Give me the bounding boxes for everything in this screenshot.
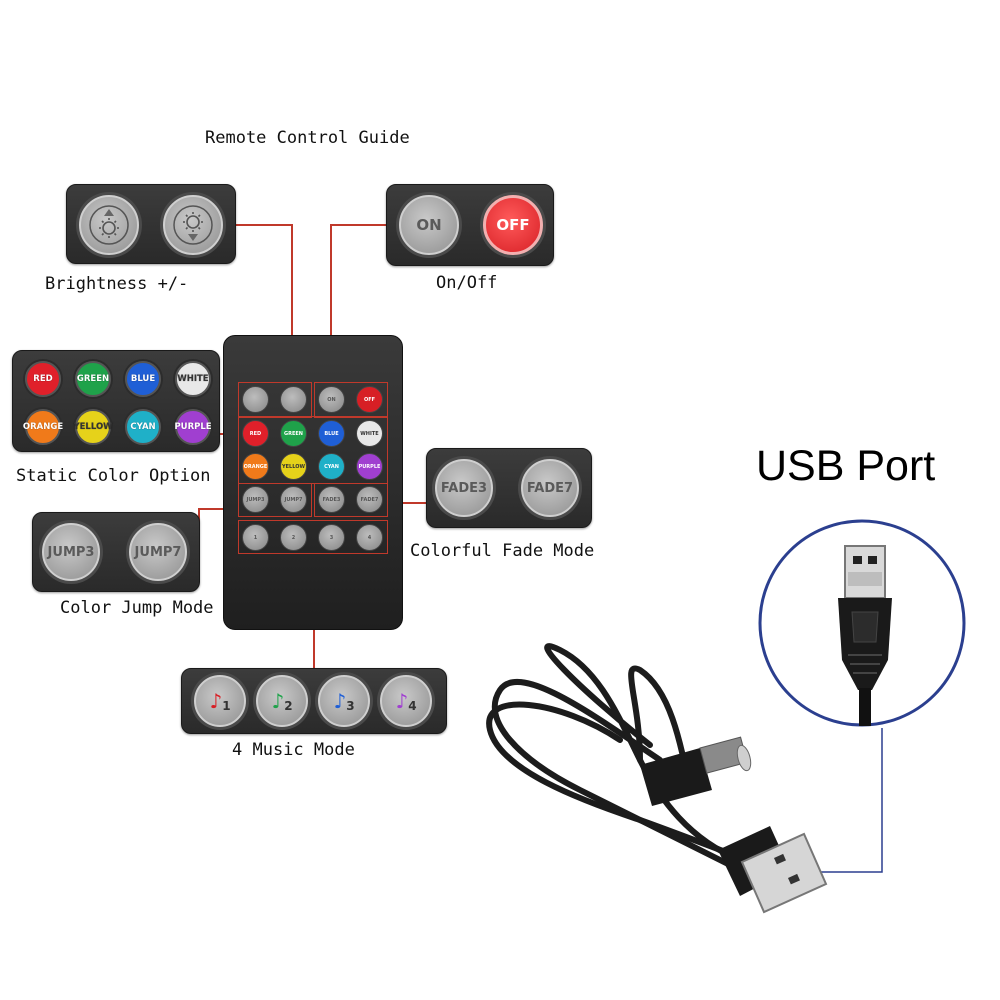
remote-color-button-blue[interactable]: BLUE <box>318 420 345 447</box>
connector-brightness-h <box>234 224 292 226</box>
color-button-white[interactable]: WHITE <box>175 361 211 397</box>
onoff-label: On/Off <box>436 273 498 293</box>
connector-onoff-v <box>330 224 332 384</box>
remote-highlight-jump <box>238 483 312 517</box>
color-button-yellow[interactable]: YELLOW <box>73 409 113 445</box>
jump3-button[interactable]: JUMP3 <box>42 523 100 581</box>
music-mode-label: 4 Music Mode <box>232 740 355 760</box>
remote-brightness-up-button[interactable] <box>242 386 269 413</box>
music-mode-1-button[interactable]: ♪1 <box>194 675 246 727</box>
remote-highlight-static <box>238 416 388 484</box>
jump-panel: JUMP3 JUMP7 <box>32 512 200 592</box>
remote-color-button-white[interactable]: WHITE <box>356 420 383 447</box>
remote-color-button-red[interactable]: RED <box>242 420 269 447</box>
remote-highlight-fade <box>314 483 388 517</box>
brightness-up-button[interactable] <box>79 195 139 255</box>
remote-color-button-orange[interactable]: ORANGE <box>242 453 269 480</box>
jump7-button[interactable]: JUMP7 <box>129 523 187 581</box>
static-color-label: Static Color Option <box>16 466 211 486</box>
music-mode-3-button[interactable]: ♪3 <box>318 675 370 727</box>
static-color-panel: RED GREEN BLUE WHITE ORANGE YELLOW CYAN PURPLE <box>12 350 220 452</box>
color-jump-label: Color Jump Mode <box>60 598 214 618</box>
brightness-panel <box>66 184 236 264</box>
usb-port-label: USB Port <box>756 442 936 490</box>
fade-panel: FADE3 FADE7 <box>426 448 592 528</box>
color-button-cyan[interactable]: CYAN <box>125 409 161 445</box>
remote-highlight-onoff <box>314 382 388 418</box>
fade3-button[interactable]: FADE3 <box>435 459 493 517</box>
remote-color-button-yellow[interactable]: YELLOW <box>280 453 307 480</box>
remote-brightness-down-button[interactable] <box>280 386 307 413</box>
brightness-up-icon <box>89 205 129 245</box>
brightness-label: Brightness +/- <box>45 274 189 294</box>
diagram-title: Remote Control Guide <box>205 128 410 148</box>
color-button-purple[interactable]: PURPLE <box>174 409 212 445</box>
remote-jump7-button[interactable]: JUMP7 <box>280 486 307 513</box>
music-mode-2-button[interactable]: ♪2 <box>256 675 308 727</box>
usb-callout-line <box>818 728 883 873</box>
color-button-orange[interactable]: ORANGE <box>23 409 63 445</box>
usb-a-plug-icon <box>718 826 828 914</box>
colorful-fade-label: Colorful Fade Mode <box>410 541 595 561</box>
connector-brightness-v <box>291 224 293 384</box>
color-button-red[interactable]: RED <box>25 361 61 397</box>
music-mode-number: 4 <box>408 699 417 713</box>
brightness-down-icon <box>173 205 213 245</box>
music-panel: ♪1♪2♪3♪4 <box>181 668 447 734</box>
remote-music-button-3[interactable]: 3 <box>318 524 345 551</box>
remote-color-button-cyan[interactable]: CYAN <box>318 453 345 480</box>
connector-fade-h <box>384 502 426 504</box>
remote-music-button-1[interactable]: 1 <box>242 524 269 551</box>
music-mode-number: 1 <box>222 699 231 713</box>
remote-music-button-2[interactable]: 2 <box>280 524 307 551</box>
fade7-button[interactable]: FADE7 <box>521 459 579 517</box>
music-mode-4-button[interactable]: ♪4 <box>380 675 432 727</box>
music-note-icon: ♪ <box>271 689 285 713</box>
color-button-green[interactable]: GREEN <box>75 361 111 397</box>
remote-highlight-music <box>238 520 388 554</box>
remote-fade7-button[interactable]: FADE7 <box>356 486 383 513</box>
remote-on-button[interactable]: ON <box>318 386 345 413</box>
off-button[interactable]: OFF <box>483 195 543 255</box>
remote-off-button[interactable]: OFF <box>356 386 383 413</box>
cable-coil-icon <box>486 643 763 883</box>
remote-fade3-button[interactable]: FADE3 <box>318 486 345 513</box>
music-note-icon: ♪ <box>395 689 409 713</box>
remote-highlight-brightness <box>238 382 312 418</box>
on-button[interactable]: ON <box>399 195 459 255</box>
remote-color-button-purple[interactable]: PURPLE <box>356 453 383 480</box>
music-note-icon: ♪ <box>333 689 347 713</box>
music-mode-number: 2 <box>284 699 293 713</box>
remote-color-button-green[interactable]: GREEN <box>280 420 307 447</box>
connector-onoff-h <box>330 224 386 226</box>
color-button-blue[interactable]: BLUE <box>125 361 161 397</box>
music-note-icon: ♪ <box>209 689 223 713</box>
usb-connector-closeup-icon <box>838 545 892 726</box>
music-mode-number: 3 <box>346 699 355 713</box>
remote-music-button-4[interactable]: 4 <box>356 524 383 551</box>
brightness-down-button[interactable] <box>163 195 223 255</box>
onoff-panel: ON OFF <box>386 184 554 266</box>
remote-control: ON OFF RED GREEN BLUE WHITE ORANGE YELLOW CYAN PU… <box>223 335 403 630</box>
dc-barrel-plug-icon <box>640 736 752 806</box>
connector-jump-h <box>198 508 242 510</box>
remote-jump3-button[interactable]: JUMP3 <box>242 486 269 513</box>
